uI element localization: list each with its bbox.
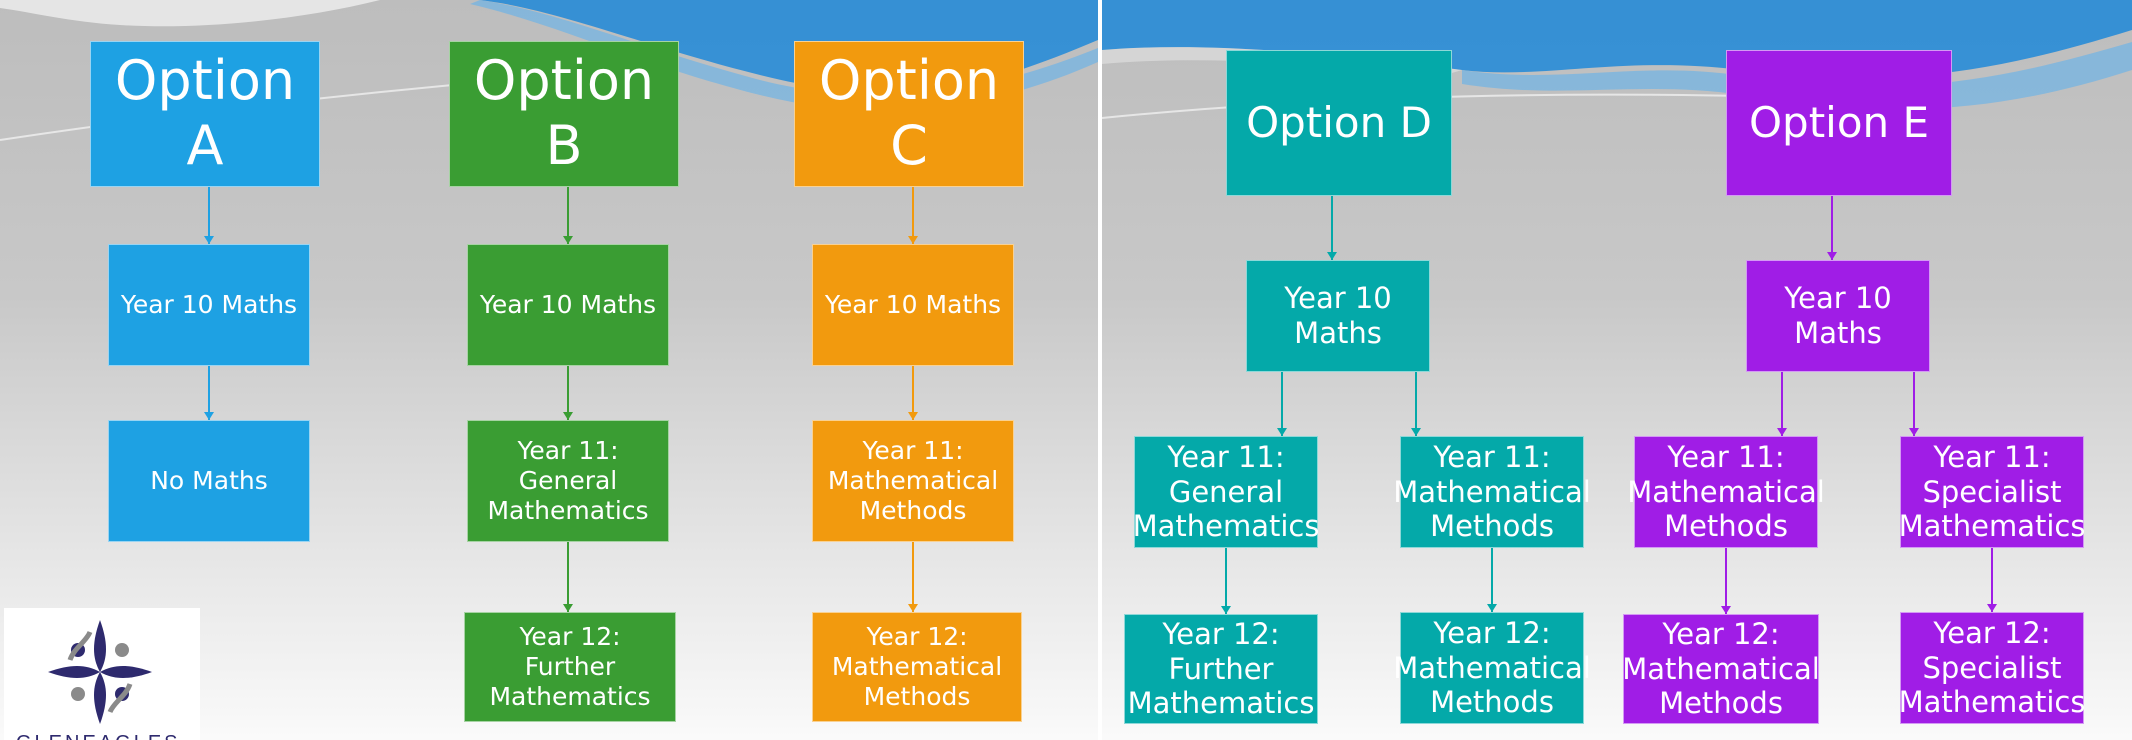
- right-slide: Option D Option E Year 10 Maths Year 10 …: [1102, 0, 2132, 740]
- option-d-year12-methods-box: Year 12: Mathematical Methods: [1393, 612, 1591, 724]
- option-c-box: Option C: [794, 41, 1024, 187]
- gleneagles-star-logo-icon: [48, 620, 152, 724]
- option-a-no-maths-box: No Maths: [108, 420, 310, 542]
- option-c-year11-box: Year 11: Mathematical Methods: [812, 420, 1014, 542]
- option-b-box: Option B: [449, 41, 679, 187]
- logo-text: GLENEAGLES: [16, 732, 181, 740]
- gleneagles-logo: GLENEAGLES: [4, 608, 200, 740]
- option-d-year11-methods-box: Year 11: Mathematical Methods: [1393, 436, 1591, 548]
- option-e-year11-methods-box: Year 11: Mathematical Methods: [1627, 436, 1825, 548]
- option-e-year10-box: Year 10 Maths: [1746, 260, 1930, 372]
- option-c-year12-box: Year 12: Mathematical Methods: [812, 612, 1022, 722]
- option-e-year12-specialist-box: Year 12: Specialist Mathematics: [1899, 612, 2085, 724]
- left-slide: Option A Option B Option C Year 10 Maths…: [0, 0, 1098, 740]
- option-e-box: Option E: [1726, 50, 1952, 196]
- option-c-year10-box: Year 10 Maths: [812, 244, 1014, 366]
- option-b-year10-box: Year 10 Maths: [467, 244, 669, 366]
- option-a-year10-box: Year 10 Maths: [108, 244, 310, 366]
- option-b-year11-box: Year 11: General Mathematics: [467, 420, 669, 542]
- slide-divider: [1098, 0, 1102, 740]
- option-d-year11-general-box: Year 11: General Mathematics: [1133, 436, 1319, 548]
- option-d-year10-box: Year 10 Maths: [1246, 260, 1430, 372]
- option-a-box: Option A: [90, 41, 320, 187]
- option-d-year12-further-box: Year 12: Further Mathematics: [1124, 614, 1318, 724]
- option-e-year12-methods-box: Year 12: Mathematical Methods: [1622, 614, 1820, 724]
- option-d-box: Option D: [1226, 50, 1452, 196]
- option-e-year11-specialist-box: Year 11: Specialist Mathematics: [1899, 436, 2085, 548]
- option-b-year12-box: Year 12: Further Mathematics: [464, 612, 676, 722]
